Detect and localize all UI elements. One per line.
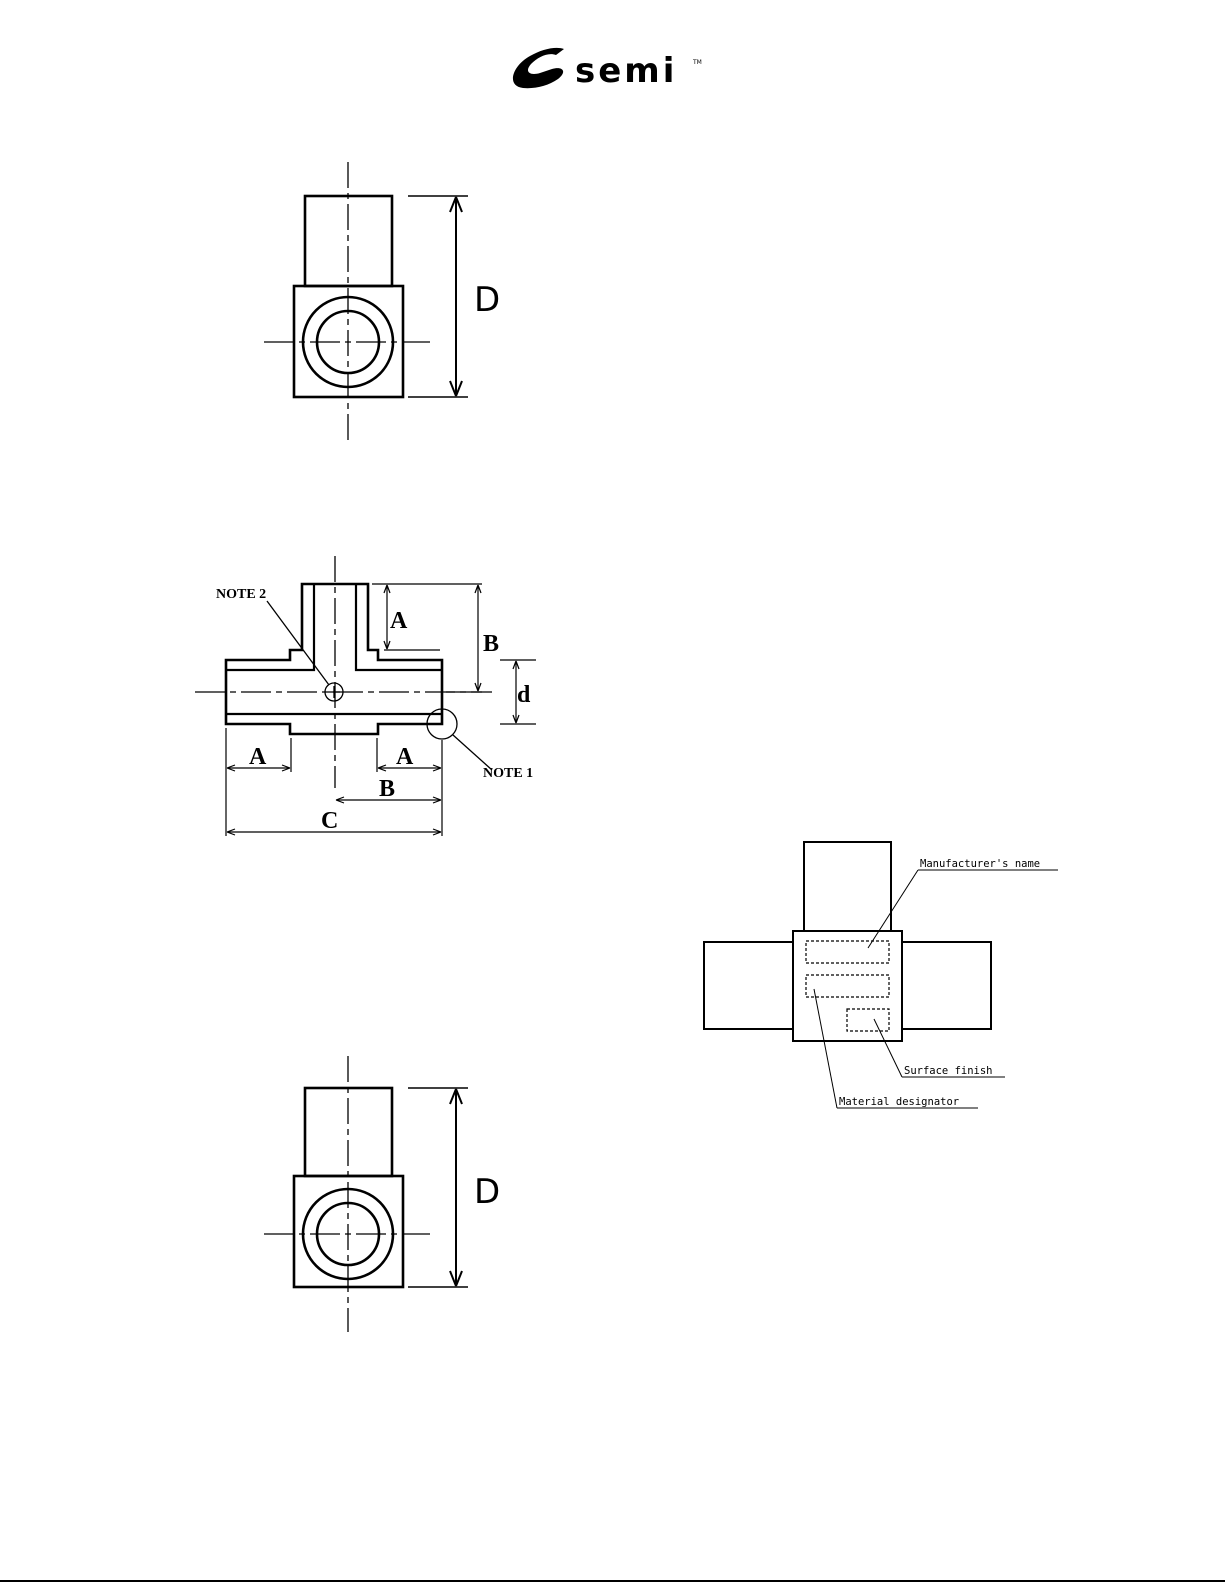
note-2-label: NOTE 2: [216, 587, 266, 602]
dim-label-b-bottom: B: [379, 776, 395, 802]
dim-label-a-right: A: [396, 744, 414, 770]
end-view-bottom-dimension-label: D: [474, 1172, 500, 1212]
tee-outer-outline: [226, 584, 442, 734]
dim-label-b-top: B: [483, 631, 499, 657]
logo-wordmark: semi: [575, 51, 677, 91]
surface-finish-callout: Surface finish: [904, 1065, 993, 1077]
logo-trademark: TM: [692, 59, 702, 66]
note-2-marker-cross: [328, 686, 340, 698]
marking-view-right-run: [902, 942, 991, 1029]
end-view-top: [264, 162, 468, 444]
dim-label-a-top: A: [390, 608, 408, 634]
dim-label-a-left: A: [249, 744, 267, 770]
logo-swoosh-icon: [513, 48, 564, 88]
note-2-leader: [267, 601, 329, 685]
marking-view: [704, 842, 1058, 1108]
note-1-leader: [453, 735, 492, 770]
end-view-top-dimension-label: D: [474, 280, 500, 320]
semi-logo: semi TM: [513, 48, 702, 91]
manufacturer-name-callout: Manufacturer's name: [920, 858, 1040, 870]
marking-view-left-run: [704, 942, 793, 1029]
dim-label-d: d: [517, 682, 531, 708]
dim-label-c: C: [321, 808, 338, 834]
end-view-bottom: [264, 1056, 468, 1332]
note-1-label: NOTE 1: [483, 766, 533, 781]
material-designator-callout: Material designator: [839, 1096, 959, 1108]
marking-view-branch: [804, 842, 891, 931]
